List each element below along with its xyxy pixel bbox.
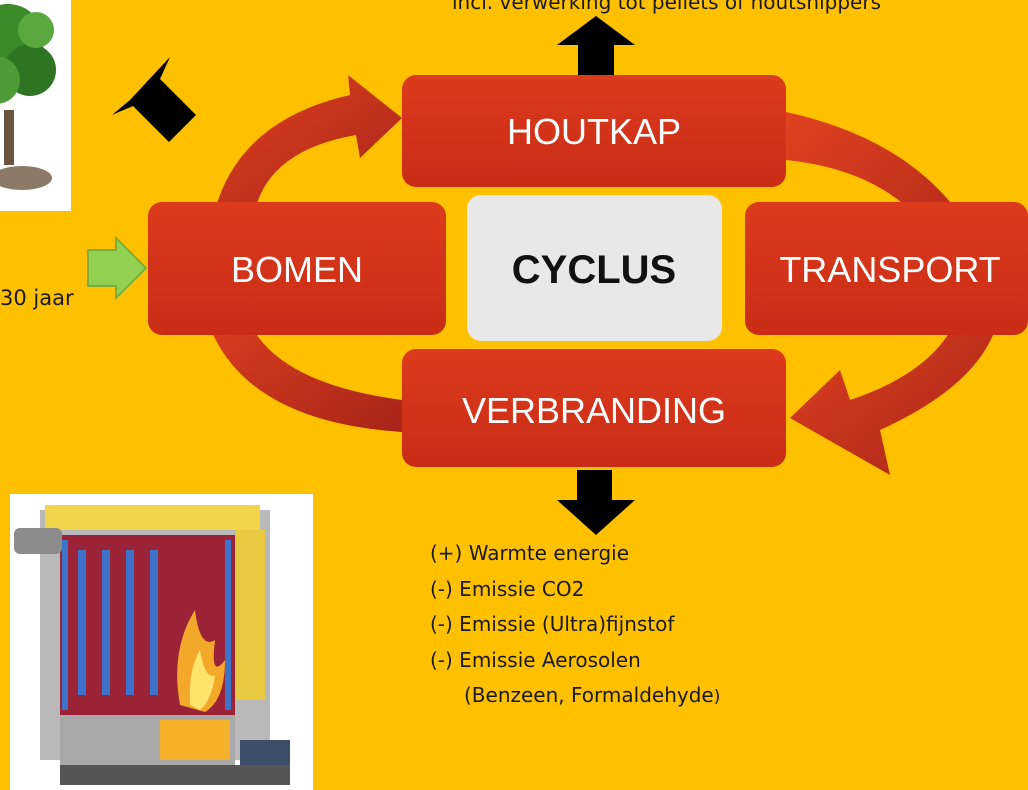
center-cyclus: CYCLUS [467,195,722,341]
node-transport-label: TRANSPORT [779,249,1000,290]
effect-item: (+) Warmte energie [430,541,630,565]
center-cyclus-label: CYCLUS [512,248,676,292]
effect-detail-close: ) [713,687,721,707]
boiler-image [10,494,313,790]
houtkap-caption: incl. verwerking tot pellets of houtsnip… [452,0,881,14]
node-bomen-label: BOMEN [231,249,363,290]
node-transport: TRANSPORT [745,202,1028,335]
effect-item: (-) Emissie Aerosolen [430,647,641,672]
green-arrow-right-icon [87,235,148,301]
combustion-effects-list: (+) Warmte energie (-) Emissie CO2 (-) E… [430,540,720,718]
black-arrow-down-icon [557,470,635,535]
effect-item: (-) Emissie (Ultra)fijnstof [430,612,675,636]
node-houtkap-label: HOUTKAP [507,111,681,152]
node-bomen: BOMEN [148,202,446,335]
effect-detail: (Benzeen, Formaldehyde) [430,682,720,718]
effect-item: (-) Emissie CO2 [430,576,585,601]
node-verbranding: VERBRANDING [402,349,786,467]
node-houtkap: HOUTKAP [402,75,786,187]
effect-detail-text: (Benzeen, Formaldehyde [464,683,714,707]
bomen-age-note: 30 jaar [0,286,74,310]
node-verbranding-label: VERBRANDING [462,390,726,431]
tree-image [0,0,71,211]
black-arrow-up-left-icon [112,57,196,142]
black-arrow-up-icon [557,16,635,75]
